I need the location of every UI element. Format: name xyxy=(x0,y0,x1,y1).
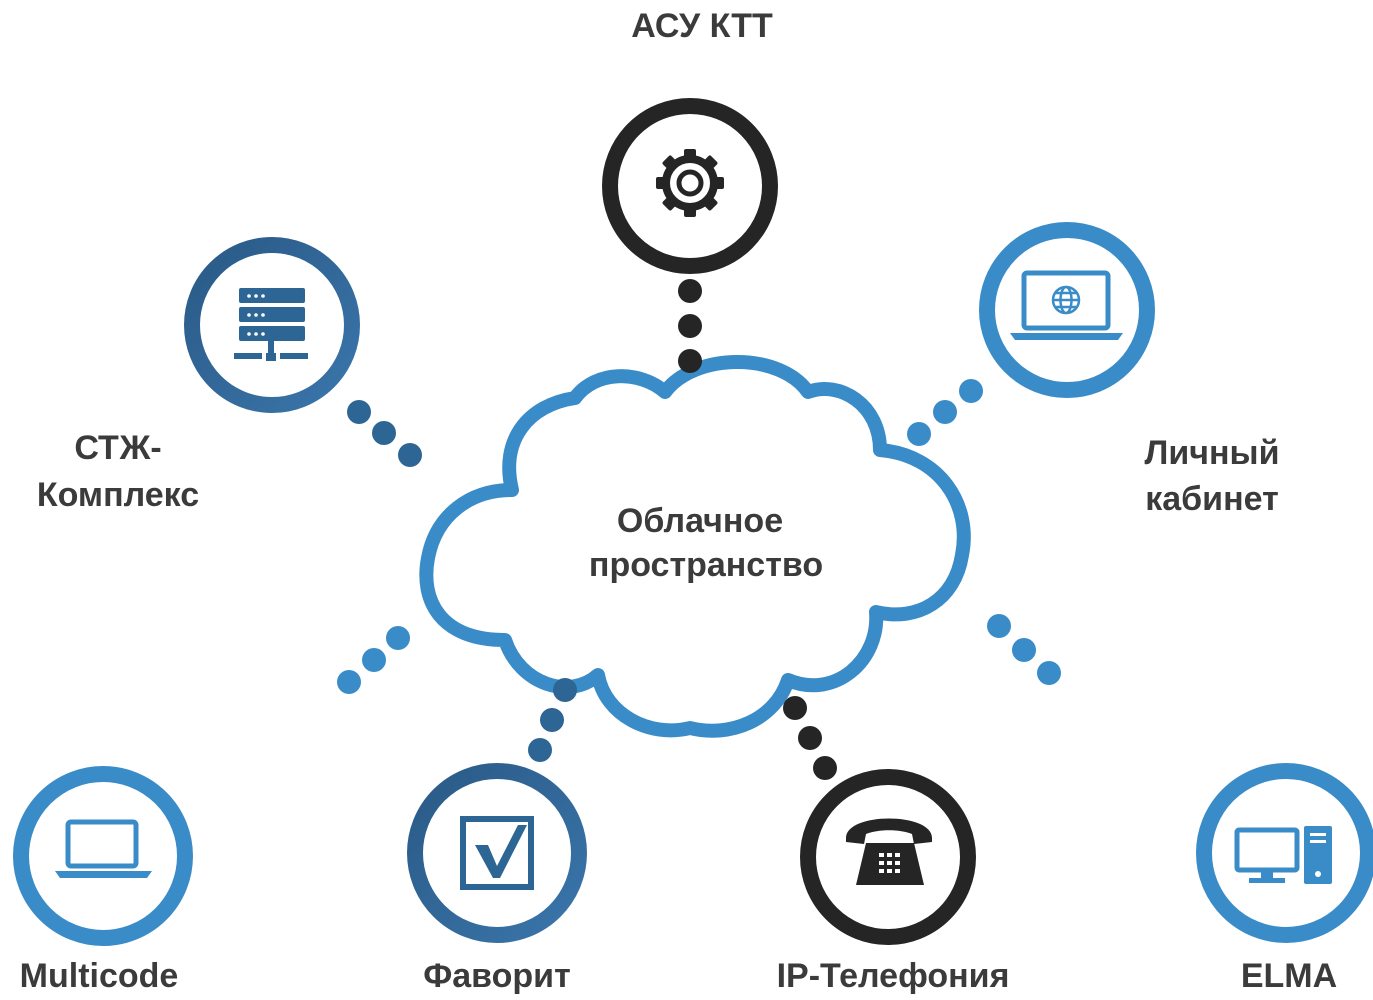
node-lichny-kabinet: Личный кабинет xyxy=(979,222,1280,518)
node-label-line2: кабинет xyxy=(1145,480,1278,518)
connector-stzh-kompleks xyxy=(347,400,422,467)
node-label: ELMA xyxy=(1241,957,1337,995)
connector-dot xyxy=(678,349,702,373)
connector-dot xyxy=(783,696,807,720)
node-ip-telefoniya: IP-Телефония xyxy=(777,769,1010,995)
node-label-line2: Комплекс xyxy=(37,476,199,514)
connector-dot xyxy=(933,400,957,424)
connector-elma xyxy=(987,614,1061,685)
node-ring xyxy=(602,98,778,274)
connector-lichny-kabinet xyxy=(907,379,983,446)
telephone-icon xyxy=(846,818,932,885)
node-label: АСУ КТТ xyxy=(631,7,773,45)
node-ring xyxy=(979,222,1155,398)
node-label: Фаворит xyxy=(423,957,570,995)
node-multicode: Multicode xyxy=(13,766,193,995)
node-asu-ktt: АСУ КТТ xyxy=(602,7,778,274)
node-ring xyxy=(13,766,193,946)
connector-dot xyxy=(347,400,371,424)
node-label: Multicode xyxy=(20,957,179,995)
connector-dot xyxy=(959,379,983,403)
connector-dot xyxy=(386,626,410,650)
node-ring xyxy=(1196,763,1373,943)
cloud-shape xyxy=(419,355,971,738)
node-label-line1: СТЖ- xyxy=(74,429,161,467)
node-ring xyxy=(407,763,587,943)
connector-dot xyxy=(372,421,396,445)
connector-dot xyxy=(813,756,837,780)
connector-dot xyxy=(987,614,1011,638)
server-icon xyxy=(234,288,308,361)
connector-favorit xyxy=(528,678,577,762)
node-stzh-kompleks: СТЖ- Комплекс xyxy=(37,237,360,514)
connector-dot xyxy=(678,314,702,338)
node-elma: ELMA xyxy=(1196,763,1373,995)
connector-dot xyxy=(1012,638,1036,662)
connector-dot xyxy=(1037,661,1061,685)
connector-dot xyxy=(337,670,361,694)
connector-dot xyxy=(528,738,552,762)
desktop-computer-icon xyxy=(1234,826,1332,884)
connector-dot xyxy=(678,279,702,303)
gear-icon xyxy=(656,149,724,217)
connector-asu-ktt xyxy=(678,279,702,373)
connector-dot xyxy=(798,726,822,750)
node-favorit: Фаворит xyxy=(407,763,587,995)
connector-multicode xyxy=(337,626,410,694)
globe-icon xyxy=(1051,285,1081,315)
connector-dot xyxy=(540,708,564,732)
node-label: IP-Телефония xyxy=(777,957,1010,995)
connector-ip-telefoniya xyxy=(783,696,837,780)
laptop-icon xyxy=(55,819,152,878)
laptop-globe-icon xyxy=(1010,270,1123,340)
connector-dot xyxy=(362,648,386,672)
connector-dot xyxy=(398,443,422,467)
cloud-title-line2: пространство xyxy=(589,546,823,584)
cloud-title-line1: Облачное xyxy=(617,502,783,540)
checkbox-icon xyxy=(460,816,534,890)
node-ring xyxy=(184,237,360,413)
connector-dot xyxy=(553,678,577,702)
connector-dot xyxy=(907,422,931,446)
node-label-line1: Личный xyxy=(1145,434,1280,472)
